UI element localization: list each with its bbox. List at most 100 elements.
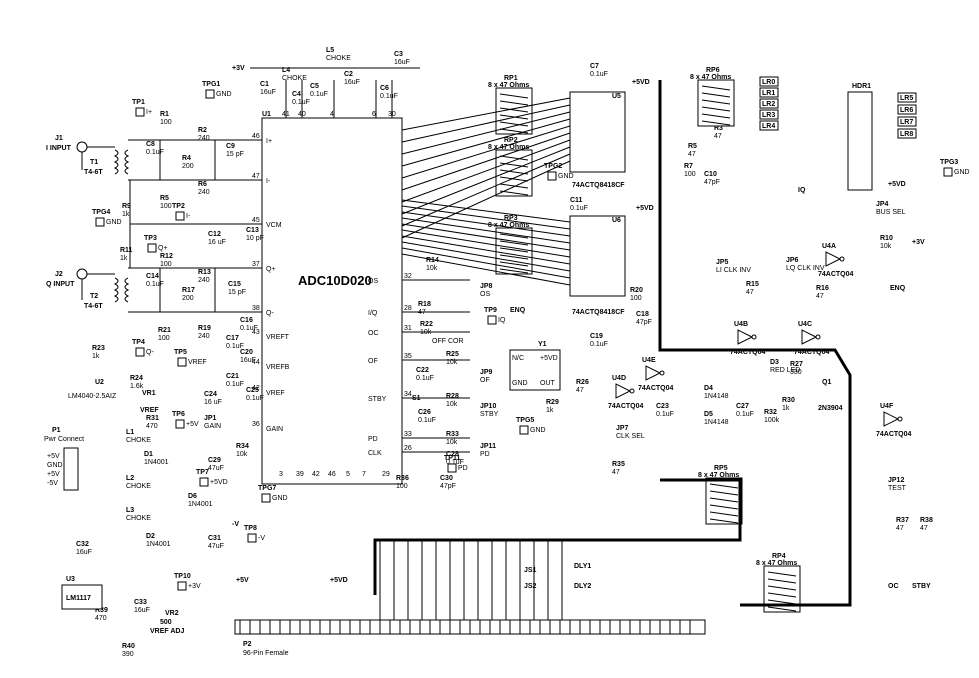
- capacitors-ref: C27: [736, 403, 749, 410]
- u6-ref: U6: [612, 217, 621, 224]
- header-signal-label: LR1: [762, 90, 775, 97]
- resistors-ref: R29: [546, 399, 559, 406]
- resistor-pack-element: [709, 511, 739, 517]
- oc-label: OC: [888, 583, 899, 590]
- resistors-value: 10k: [446, 439, 458, 446]
- s1-off: OFF: [432, 338, 446, 345]
- adc-left-pin-name: I-: [266, 178, 271, 185]
- capacitors-ref: C16: [240, 317, 253, 324]
- resistor-pack-body: [697, 79, 735, 127]
- rail-5v-p2: +5V: [236, 577, 249, 584]
- capacitors-value: 0.1uF: [570, 205, 588, 212]
- test-point-pad: [261, 493, 271, 503]
- inverter-part: 74ACTQ04: [638, 385, 674, 392]
- capacitors-value: 0.1uF: [226, 343, 244, 350]
- resistors-ref: R21: [158, 327, 171, 334]
- test-point-ref: TP6: [172, 411, 185, 418]
- resistors-ref: R28: [446, 393, 459, 400]
- resistor-pack-element: [709, 504, 739, 510]
- resistor-pack-ref: RP1: [504, 75, 518, 82]
- q-data-line: [401, 211, 571, 237]
- adc-top-pin-num: 4: [330, 111, 334, 118]
- inductors-ref: L4: [282, 67, 290, 74]
- i-data-line: [401, 160, 571, 239]
- inverter-part: 74ACTQ04: [818, 271, 854, 278]
- inductors-value: CHOKE: [126, 515, 151, 522]
- resistors-value: 10k: [426, 265, 438, 272]
- resistor-pack-element: [701, 92, 731, 98]
- diodes-value: 1N4148: [704, 419, 729, 426]
- inverter-part: 74ACTQ04: [730, 349, 766, 356]
- q-input-connector: J2 Q INPUT: [46, 268, 115, 300]
- capacitors-value: 0.1uF: [292, 99, 310, 106]
- vr2-value: 500: [160, 619, 172, 626]
- test-point-ref: TP7: [196, 469, 209, 476]
- capacitors-ref: C15: [228, 281, 241, 288]
- adc-right-pin-num: 34: [404, 391, 412, 398]
- resistors-value: 240: [198, 333, 210, 340]
- resistor-pack-ref: RP3: [504, 215, 518, 222]
- resistors-ref: R20: [630, 287, 643, 294]
- u3-part: LM1117: [66, 595, 91, 602]
- test-point-label: GND: [558, 173, 574, 180]
- capacitors-value: 15 pF: [226, 151, 244, 158]
- capacitors-ref: C20: [240, 349, 253, 356]
- jumpers-value: GAIN: [204, 423, 221, 430]
- dly2-label: DLY2: [574, 583, 591, 590]
- resistor-pack-element: [499, 176, 529, 182]
- diodes-ref: D4: [704, 385, 713, 392]
- resistor-pack-element: [701, 85, 731, 91]
- test-point-pad: [205, 89, 215, 99]
- adc-bottom-pin-num: 7: [362, 471, 366, 478]
- inverter-symbol: [825, 251, 842, 267]
- i-data-line: [401, 97, 571, 131]
- header-signal-label: LR5: [900, 95, 913, 102]
- jumpers-value: LI CLK INV: [716, 267, 751, 274]
- p1-pin2: GND: [47, 462, 63, 469]
- adc-left-pin-num: 36: [252, 421, 260, 428]
- inductors-value: CHOKE: [326, 55, 351, 62]
- p2-ref: P2: [243, 641, 252, 648]
- adc-left-pin-name: VCM: [266, 222, 282, 229]
- inverter-bubble: [659, 370, 665, 376]
- test-point-ref: TPG2: [544, 163, 562, 170]
- resistors-ref: R5: [160, 195, 169, 202]
- y1-pin-5vd: +5VD: [540, 355, 558, 362]
- u5-part: 74ACTQ8418CF: [572, 182, 625, 189]
- resistors-value: 1.6k: [130, 383, 144, 390]
- resistors-ref: R5: [688, 143, 697, 150]
- resistor-pack-element: [701, 120, 731, 126]
- resistor-pack-element: [709, 483, 739, 489]
- latch-u5: U5 74ACTQ8418CF: [569, 91, 626, 189]
- diodes-ref: D5: [704, 411, 713, 418]
- q-data-line: [401, 199, 571, 223]
- i-data-line: [401, 139, 571, 203]
- signal-tag: [759, 76, 779, 87]
- diodes-ref: D2: [146, 533, 155, 540]
- regulator-u3: U3 LM1117: [61, 576, 103, 610]
- adc-left-pin-name: Q-: [266, 310, 274, 317]
- i-data-line: [401, 153, 571, 227]
- test-point-ref: TPG7: [258, 485, 276, 492]
- diodes-value: 1N4001: [188, 501, 213, 508]
- i-input-connector: J1 I INPUT: [46, 135, 115, 170]
- capacitors-value: 47uF: [208, 465, 224, 472]
- adc-right-pin-num: 33: [404, 431, 412, 438]
- resistor-pack-ref: RP4: [772, 553, 786, 560]
- resistors-ref: R24: [130, 375, 143, 382]
- test-point-pad: [177, 581, 187, 591]
- p1-ref: P1: [52, 427, 61, 434]
- capacitors-ref: C7: [590, 63, 599, 70]
- capacitors-ref: C23: [656, 403, 669, 410]
- resistor-pack-element: [767, 571, 797, 577]
- resistors-value: 47: [816, 293, 824, 300]
- jumpers-ref: JP10: [480, 403, 496, 410]
- inverter-symbol: [615, 383, 632, 399]
- adc-top-pin-num: 6: [372, 111, 376, 118]
- resistors-ref: R13: [198, 269, 211, 276]
- rail-3v-r10: +3V: [912, 239, 925, 246]
- adc-left-pin-num: 37: [252, 261, 260, 268]
- jumpers-value: STBY: [480, 411, 499, 418]
- q-data-line: [401, 253, 571, 286]
- resistors-ref: R12: [160, 253, 173, 260]
